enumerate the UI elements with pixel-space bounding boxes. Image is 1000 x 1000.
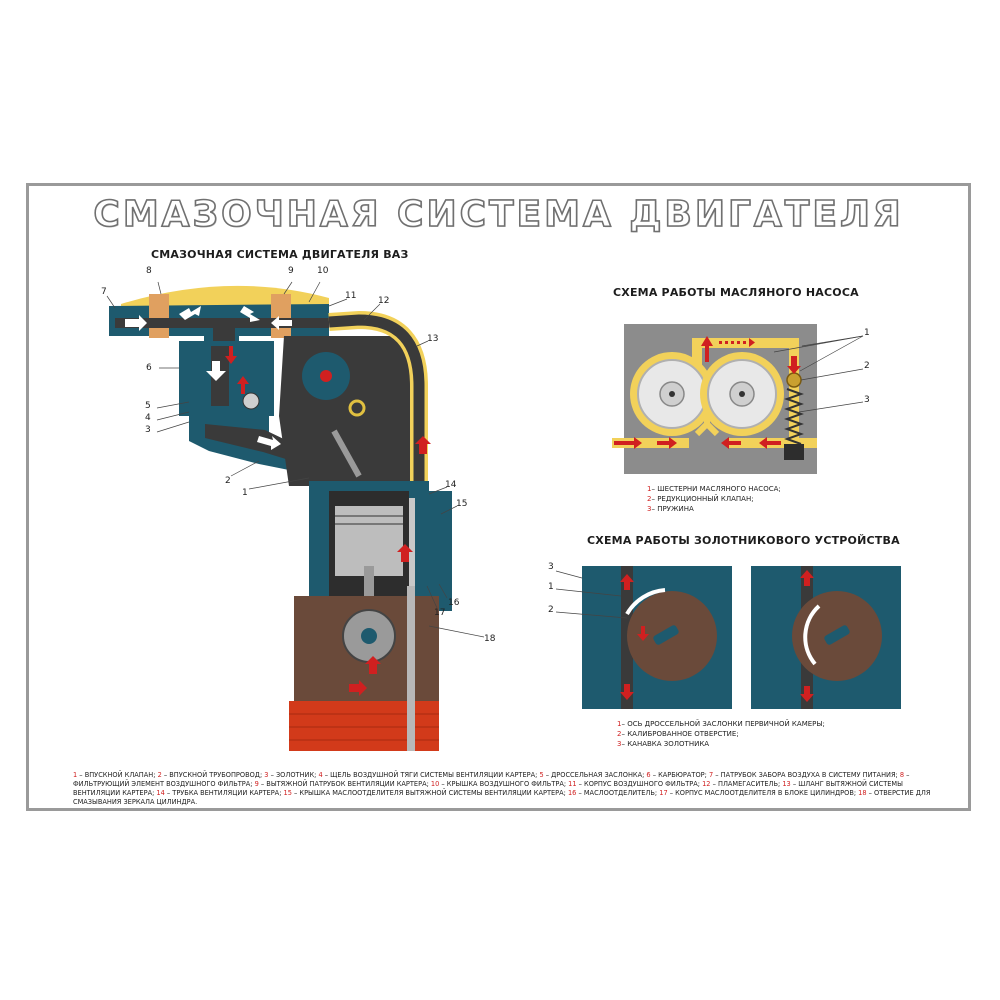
spring-seat [784, 444, 804, 460]
spool-arrow-left-up [620, 574, 634, 590]
air-flow-arrows [125, 306, 292, 450]
spool-slot-right [824, 625, 850, 645]
engine-label-1: 1 [242, 488, 248, 498]
pump-leader-lines [773, 335, 864, 413]
engine-label-15: 15 [456, 499, 468, 509]
spool-channel-left [621, 566, 633, 709]
pump-upper-channel [692, 338, 799, 374]
engine-label-16: 16 [448, 598, 460, 608]
filter-element-right [271, 294, 291, 338]
pump-legend-1: 1– ШЕСТЕРНИ МАСЛЯНОГО НАСОСА; [647, 485, 781, 493]
engine-title: СМАЗОЧНАЯ СИСТЕМА ДВИГАТЕЛЯ ВАЗ [151, 248, 409, 261]
camshaft-center [320, 370, 332, 382]
spool-groove-right [803, 604, 821, 666]
spool-legend-2: 2– КАЛИБРОВАННОЕ ОТВЕРСТИЕ; [617, 730, 739, 738]
spool-arrow-right-up [800, 570, 814, 586]
pump-diagram [612, 324, 864, 474]
intake-valve [331, 429, 362, 478]
pump-side-channel [789, 374, 799, 444]
crankshaft-center [361, 628, 377, 644]
valve-spring [348, 399, 366, 417]
spool-legend-3: 3– КАНАВКА ЗОЛОТНИКА [617, 740, 710, 748]
oil-separator [412, 491, 452, 611]
main-title: СМАЗОЧНАЯ СИСТЕМА ДВИГАТЕЛЯ [93, 193, 904, 236]
spool-slot-left [653, 625, 679, 645]
engine-label-6: 6 [146, 363, 152, 373]
engine-label-12: 12 [378, 296, 390, 306]
spool-title: СХЕМА РАБОТЫ ЗОЛОТНИКОВОГО УСТРОЙСТВА [587, 534, 900, 547]
engine-label-5: 5 [145, 401, 151, 411]
pump-label-2: 2 [864, 361, 870, 371]
engine-label-17: 17 [434, 608, 446, 618]
spool-arrow-left-mid [637, 626, 649, 641]
spool-groove-left [625, 588, 666, 616]
diagrams-canvas [106, 281, 901, 751]
oil-dipstick [407, 586, 415, 751]
engine-label-7: 7 [101, 287, 107, 297]
spool-arrow-left-down [620, 684, 634, 700]
engine-label-18: 18 [484, 634, 496, 644]
pump-label-1: 1 [864, 328, 870, 338]
piston [335, 506, 403, 576]
pump-merge-channel [694, 412, 720, 437]
oil-sump [289, 701, 439, 751]
spool-legend-1: 1– ОСЬ ДРОССЕЛЬНОЙ ЗАСЛОНКИ ПЕРВИЧНОЙ КА… [617, 720, 825, 728]
engine-leader-lines [106, 281, 485, 638]
engine-label-9: 9 [288, 266, 294, 276]
engine-label-13: 13 [427, 334, 439, 344]
engine-label-14: 14 [445, 480, 457, 490]
gas-flow-arrows [225, 346, 431, 696]
filter-element-left [149, 294, 169, 338]
reducing-valve [786, 372, 802, 388]
bottom-caption: 1 – ВПУСКНОЙ КЛАПАН; 2 – ВПУСКНОЙ ТРУБОП… [73, 771, 931, 806]
pump-legend-3: 3– ПРУЖИНА [647, 505, 694, 513]
spool-leader-lines [555, 570, 628, 619]
engine-diagram [106, 281, 485, 751]
pump-dotted-arrow [719, 338, 755, 347]
engine-label-8: 8 [146, 266, 152, 276]
spool-arrow-right-down [800, 686, 814, 702]
pump-legend-2: 2– РЕДУКЦИОННЫЙ КЛАПАН; [647, 495, 754, 503]
spool-label-1: 1 [548, 582, 554, 592]
engine-label-10: 10 [317, 266, 329, 276]
spool-diagram [555, 566, 901, 709]
pump-label-3: 3 [864, 395, 870, 405]
pump-spring [784, 388, 804, 445]
engine-label-11: 11 [345, 291, 357, 301]
throttle-icon [242, 392, 260, 410]
spool-label-2: 2 [548, 605, 554, 615]
engine-label-4: 4 [145, 413, 151, 423]
spool-label-3: 3 [548, 562, 554, 572]
pump-oil-arrows [614, 336, 801, 449]
engine-label-3: 3 [145, 425, 151, 435]
engine-label-2: 2 [225, 476, 231, 486]
breather-hose [328, 314, 425, 506]
pump-gear-right [700, 352, 784, 436]
pump-title: СХЕМА РАБОТЫ МАСЛЯНОГО НАСОСА [613, 286, 859, 299]
poster-frame: СМАЗОЧНАЯ СИСТЕМА ДВИГАТЕЛЯ СМАЗОЧНАЯ СИ… [26, 183, 971, 811]
